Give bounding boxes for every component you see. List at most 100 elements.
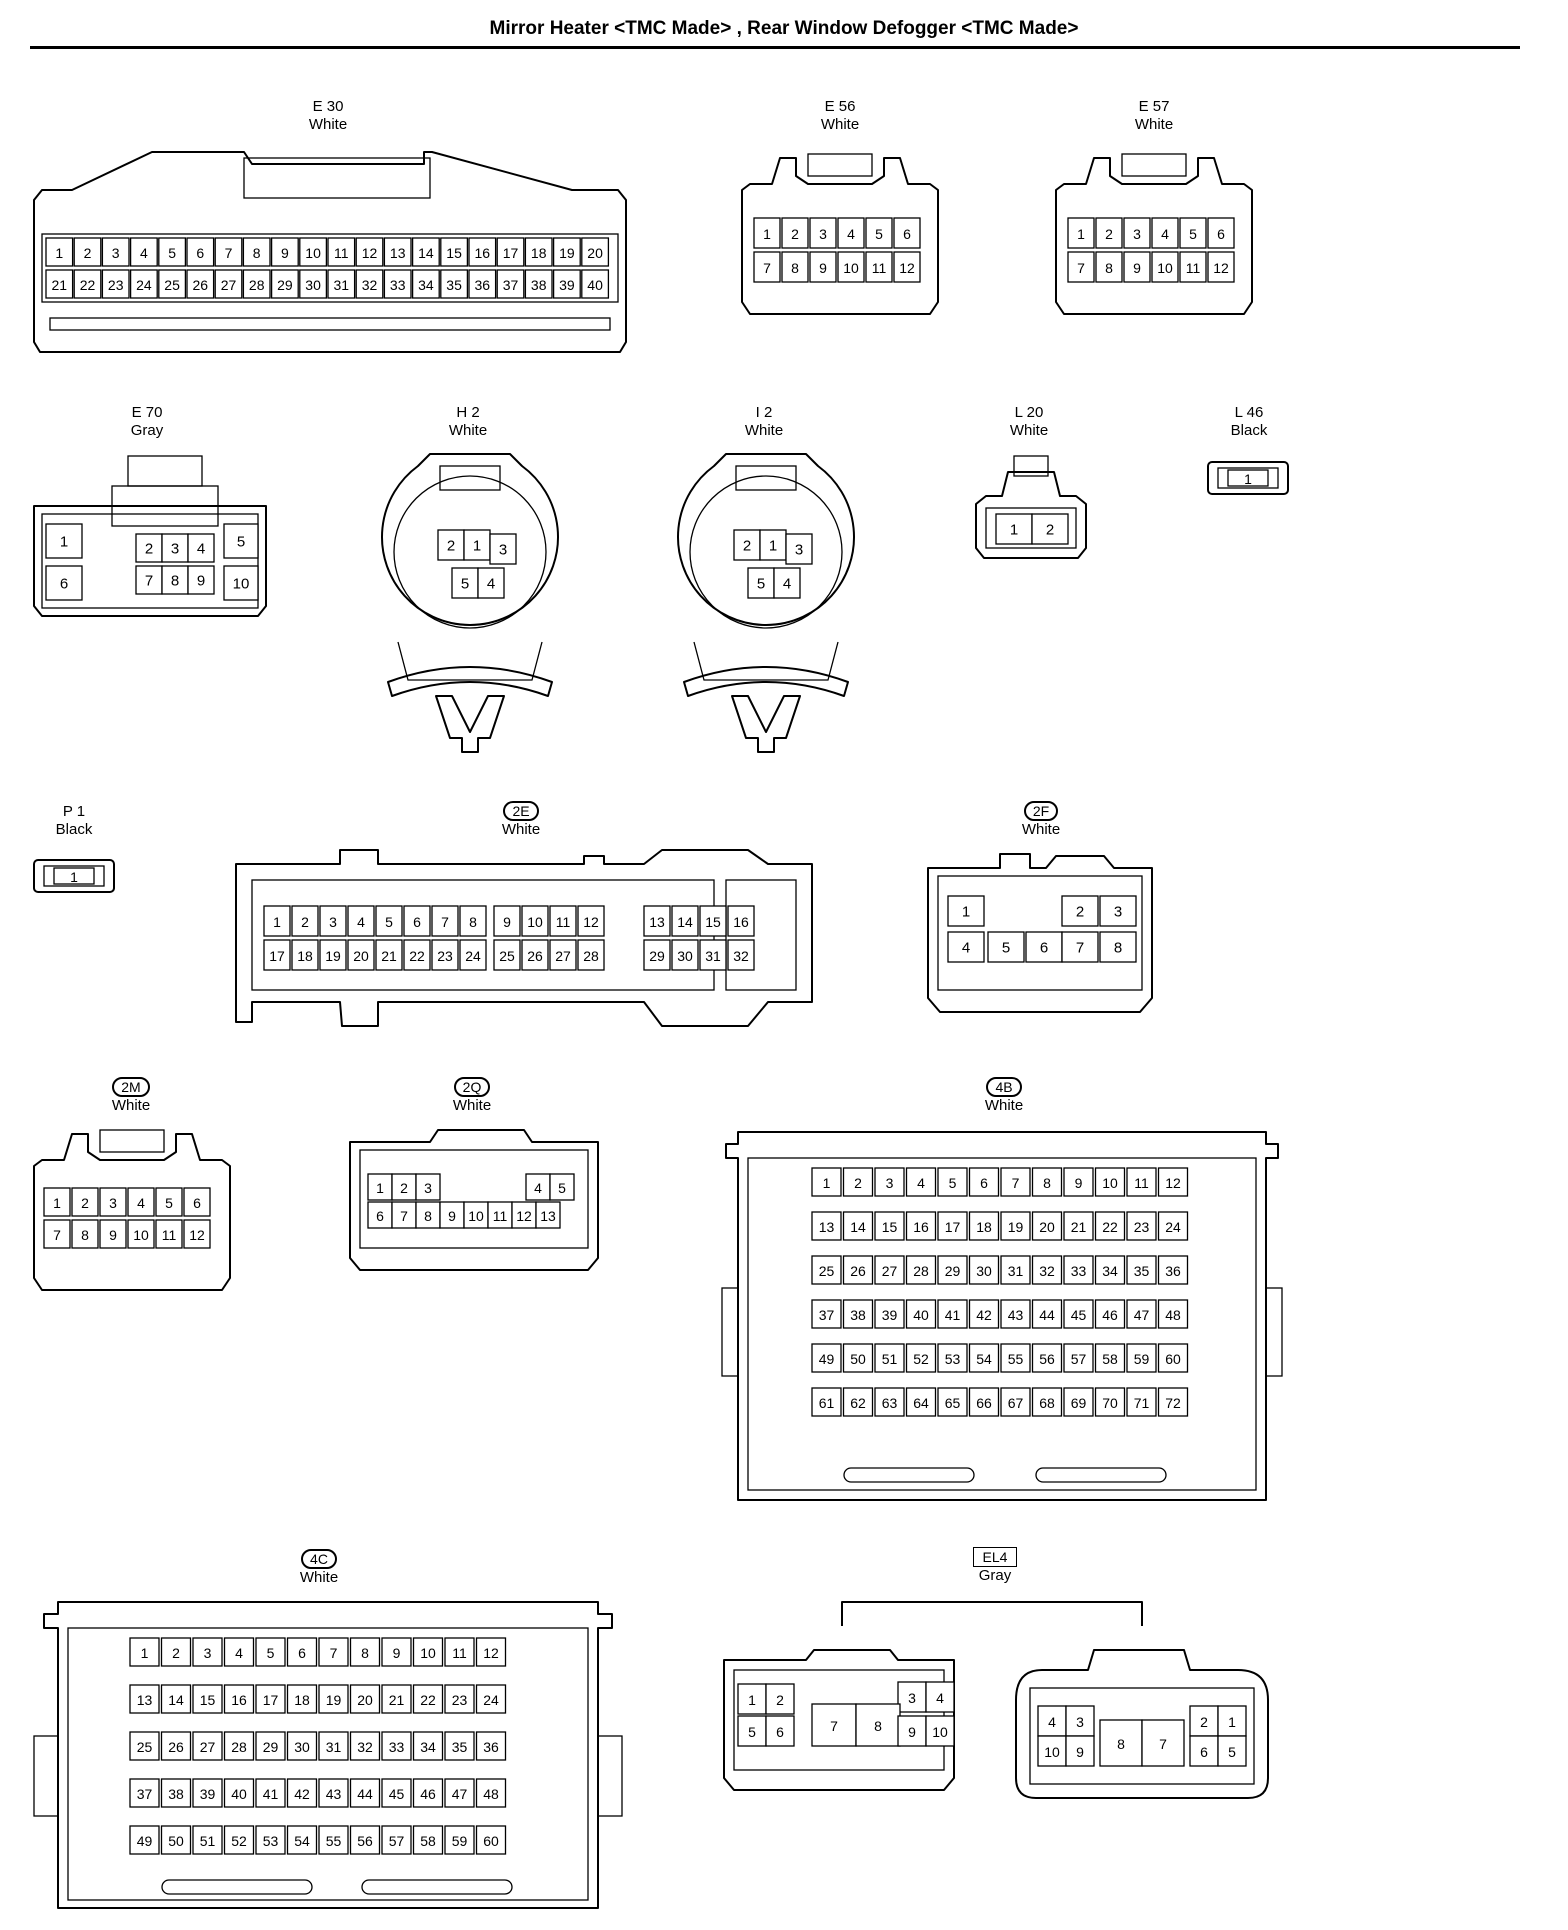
pin-cavity: 12 [475, 1637, 507, 1667]
pin-box [45, 565, 83, 601]
pin-number: 5 [949, 1175, 957, 1191]
pin-box [781, 251, 809, 283]
pin-number: 52 [913, 1351, 929, 1367]
pin-cavity: 23 [1126, 1211, 1157, 1241]
pin-cavity: 29 [937, 1255, 968, 1285]
pin-box [155, 1187, 183, 1217]
pin-box [521, 939, 549, 971]
pin-cavity: 10 [299, 237, 328, 267]
pin-box [643, 939, 671, 971]
pin-cavity: 24 [475, 1684, 507, 1714]
pin-number: 40 [587, 277, 603, 293]
pin-number: 8 [1117, 1736, 1125, 1752]
pin-number: 11 [452, 1645, 467, 1661]
connector-color: Gray [130, 422, 164, 439]
pin-box [437, 529, 465, 561]
pin-box [1031, 1255, 1063, 1285]
pin-box [995, 513, 1033, 545]
pin-box [727, 905, 755, 937]
pin-cavity: 32 [727, 939, 755, 971]
pin-number: 6 [196, 245, 204, 261]
pin-cavity: 2 [391, 1173, 417, 1201]
pin-number: 3 [109, 1195, 117, 1211]
pin-cavity: 62 [842, 1387, 874, 1417]
pin-number: 58 [1102, 1351, 1118, 1367]
pin-cavity: 7 [214, 237, 243, 267]
pin-number: 70 [1102, 1395, 1118, 1411]
pin-cavity: 34 [412, 1731, 444, 1761]
label-e70: E 70 Gray [97, 404, 197, 440]
pin-number: 35 [446, 277, 462, 293]
pin-box [412, 1637, 444, 1667]
pin-number: 22 [409, 948, 425, 964]
pin-cavity: 68 [1031, 1387, 1063, 1417]
pin-number: 6 [193, 1195, 201, 1211]
pin-box [1217, 1735, 1247, 1767]
pin-cavity: 30 [671, 939, 699, 971]
pin-number: 53 [945, 1351, 961, 1367]
pin-cavity: 11 [1126, 1167, 1157, 1197]
pin-number: 32 [1039, 1263, 1055, 1279]
pin-number: 28 [231, 1739, 247, 1755]
pin-cavity: 21 [1063, 1211, 1094, 1241]
pin-box [349, 1825, 381, 1855]
pin-number: 11 [872, 260, 887, 276]
pin-cavity: 9 [381, 1637, 412, 1667]
pin-cavity: 8 [1099, 1719, 1143, 1767]
pin-box [809, 217, 837, 249]
pin-cavity: 46 [412, 1778, 444, 1808]
pin-cavity: 12 [355, 237, 384, 267]
pin-box [753, 217, 781, 249]
connector-color: White [820, 116, 860, 133]
pin-cavity: 12 [1157, 1167, 1189, 1197]
connector-color: White [501, 821, 541, 838]
pin-cavity: 46 [1094, 1299, 1126, 1329]
pin-cavity: 27 [192, 1731, 223, 1761]
pin-cavity: 5 [375, 905, 403, 937]
pin-cavity: 56 [1031, 1343, 1063, 1373]
pin-box [43, 1219, 71, 1249]
pin-cavity: 11 [444, 1637, 475, 1667]
pin-cavity: 57 [1063, 1343, 1094, 1373]
pin-number: 30 [305, 277, 321, 293]
pin-cavity: 39 [192, 1778, 223, 1808]
pin-box [45, 523, 83, 559]
pin-cavity: 1 [947, 895, 985, 927]
pin-box [905, 1167, 937, 1197]
pin-box [444, 1778, 475, 1808]
pin-box [773, 567, 801, 599]
pin-number: 53 [263, 1833, 279, 1849]
pin-number: 9 [908, 1724, 916, 1740]
pin-number: 4 [534, 1180, 542, 1196]
pin-box [699, 905, 727, 937]
pin-cavity: 8 [855, 1703, 901, 1747]
pin-cavity: 12 [893, 251, 921, 283]
pin-cavity: 10 [925, 1715, 955, 1747]
pin-box [1067, 217, 1095, 249]
pin-cavity: 33 [381, 1731, 412, 1761]
pin-box [127, 1187, 155, 1217]
pin-cavity: 50 [842, 1343, 874, 1373]
pin-box [549, 1173, 575, 1201]
pin-box [487, 1201, 513, 1229]
pin-box [552, 237, 581, 267]
pin-box [347, 905, 375, 937]
pin-box [1031, 1387, 1063, 1417]
pin-number: 15 [882, 1219, 898, 1235]
pin-box [837, 251, 865, 283]
pin-number: 9 [1076, 1744, 1084, 1760]
pin-box [327, 237, 356, 267]
pin-number: 6 [1217, 226, 1225, 242]
pin-number: 11 [493, 1208, 508, 1224]
pin-box [759, 529, 787, 561]
pin-number: 51 [200, 1833, 216, 1849]
pin-box [1151, 217, 1179, 249]
pin-box [286, 1731, 318, 1761]
pin-box [444, 1731, 475, 1761]
connector-name: L 20 [1014, 404, 1044, 421]
pin-box [1000, 1167, 1031, 1197]
pin-cavity: 10 [463, 1201, 489, 1229]
pin-cavity: 69 [1063, 1387, 1094, 1417]
